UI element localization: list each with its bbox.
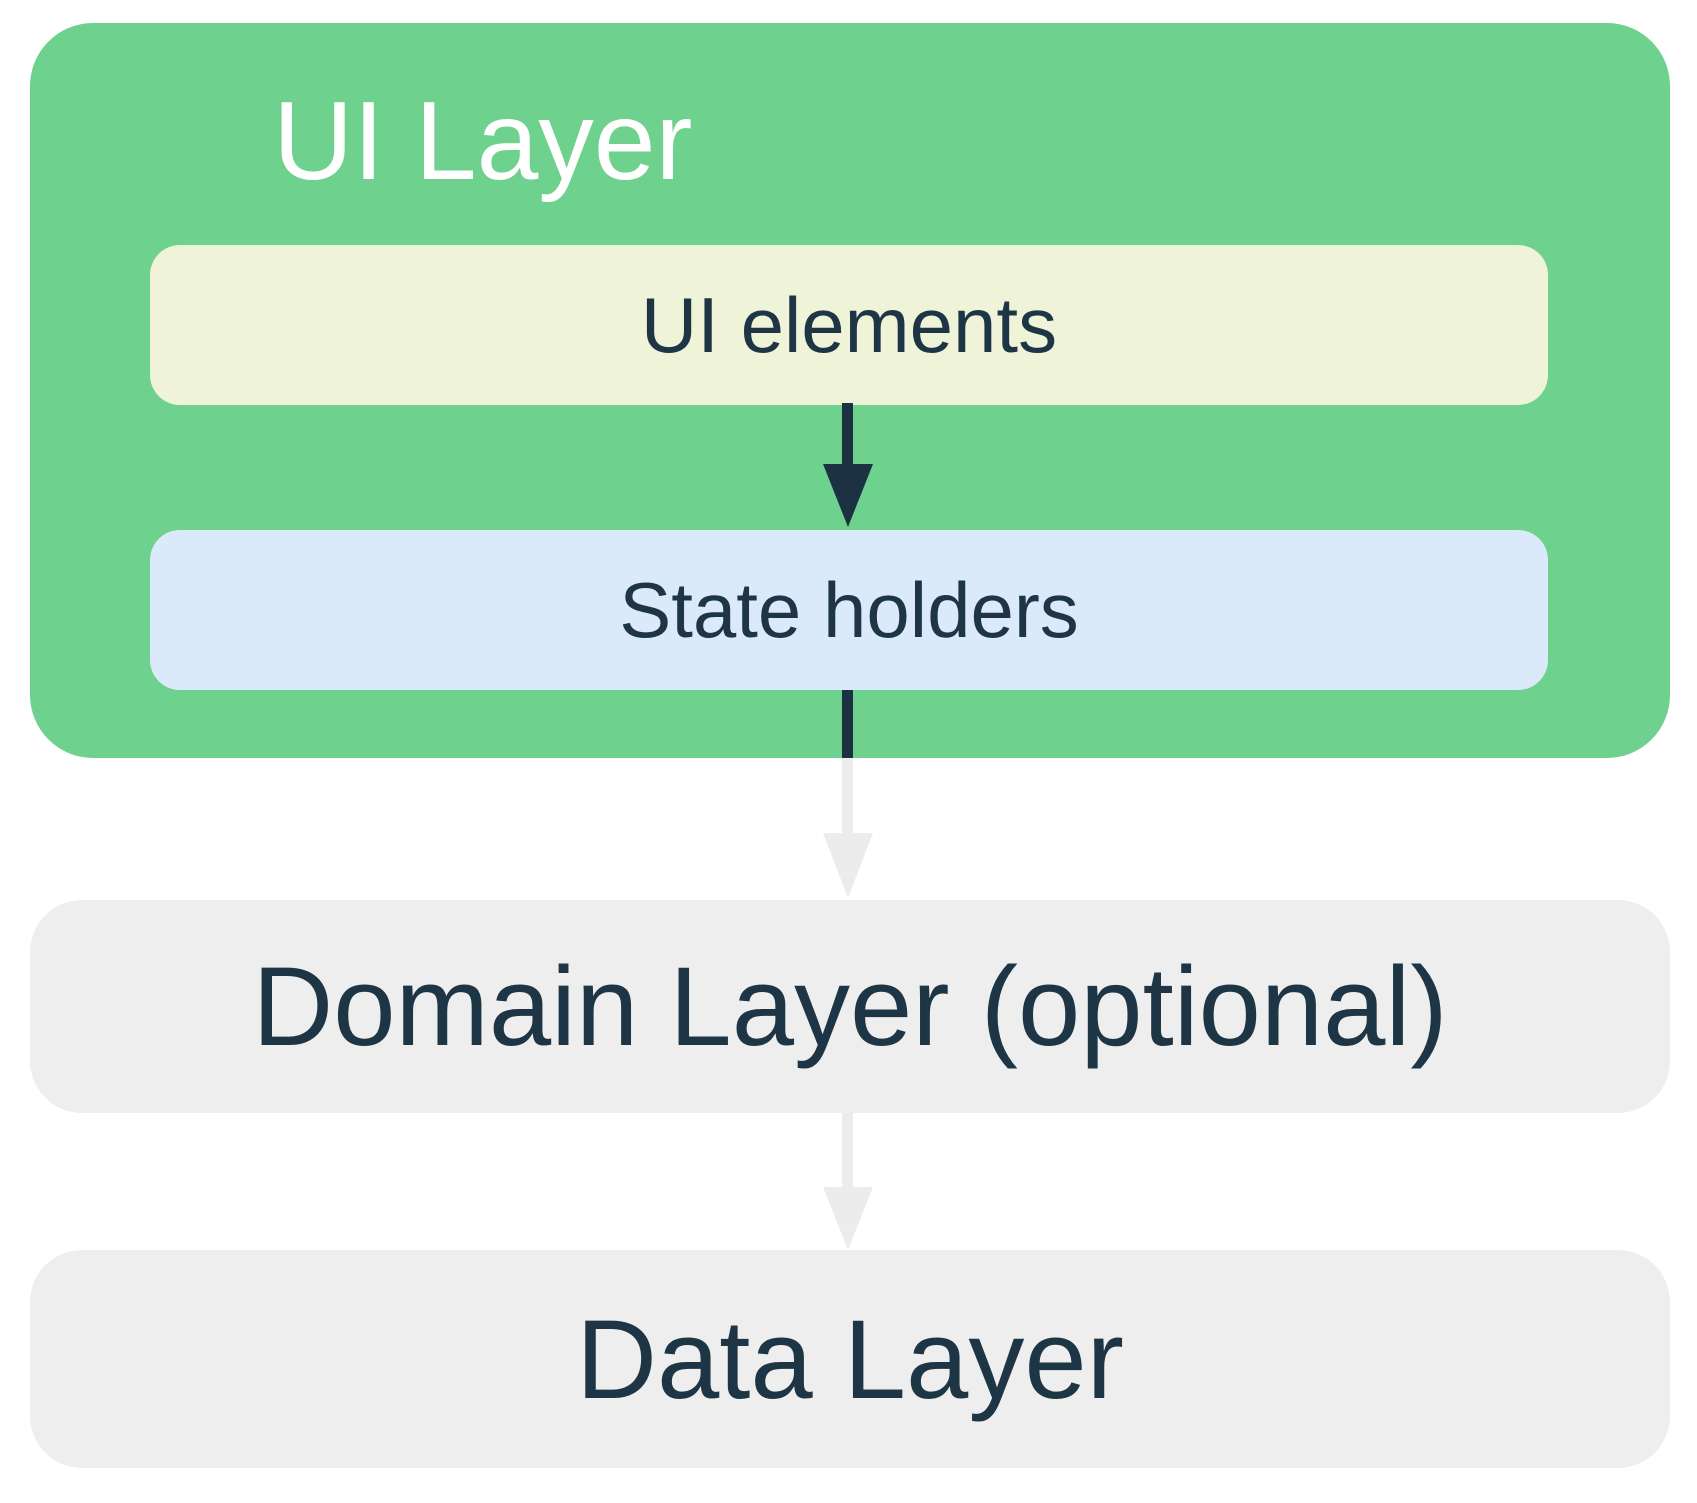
ui-elements-box: UI elements [150, 245, 1548, 405]
ui-layer-title: UI Layer [273, 79, 693, 203]
domain-layer-label: Domain Layer (optional) [252, 944, 1448, 1069]
arrow-ui-elements-to-state-holders-head [823, 464, 873, 527]
arrow-state-holders-to-domain-head [823, 833, 873, 898]
arrow-domain-to-data-stem [842, 1113, 853, 1188]
data-layer-label: Data Layer [576, 1296, 1124, 1422]
state-holders-box: State holders [150, 530, 1548, 690]
arrow-state-holders-to-domain-stem-dark [842, 690, 853, 758]
state-holders-label: State holders [619, 565, 1079, 654]
arrow-domain-to-data-head [823, 1187, 873, 1250]
domain-layer-box: Domain Layer (optional) [30, 900, 1670, 1113]
ui-elements-label: UI elements [640, 280, 1058, 369]
arrow-ui-elements-to-state-holders-stem [842, 403, 853, 467]
arrow-state-holders-to-domain-stem-light [842, 758, 853, 834]
data-layer-box: Data Layer [30, 1250, 1670, 1468]
